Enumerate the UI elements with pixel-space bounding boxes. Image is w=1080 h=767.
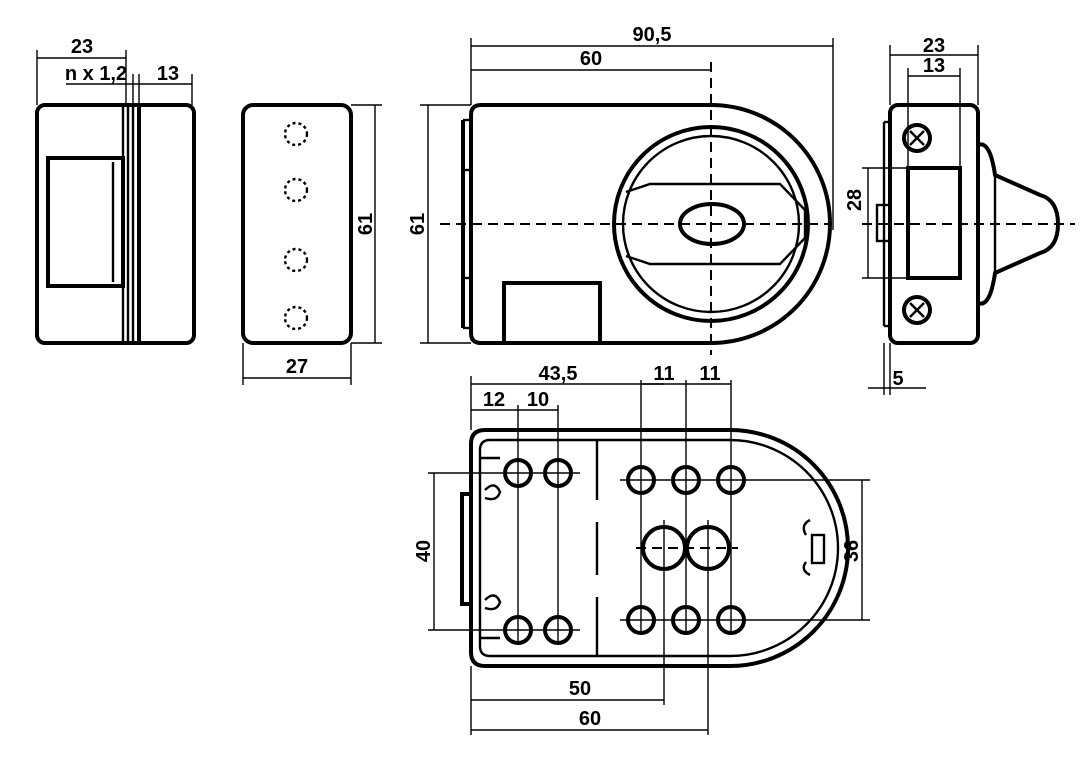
dim-bottom-axis-dist: 43,5 (539, 363, 578, 385)
dim-bottom-span-v2: 36 (841, 540, 863, 562)
dim-side-depth: 13 (157, 63, 179, 85)
back-view: 61 27 (241, 103, 382, 385)
dim-bottom-depth-b: 60 (579, 708, 601, 730)
dim-back-height: 61 (355, 213, 377, 235)
dim-bottom-span-v: 40 (413, 540, 435, 562)
dim-front-height: 61 (407, 213, 429, 235)
dim-right-offset: 5 (892, 368, 903, 390)
dim-bottom-pitch-a: 11 (653, 363, 674, 385)
dim-bottom-pitch-b: 11 (699, 363, 720, 385)
dim-back-width: 27 (286, 356, 308, 378)
dim-right-height: 28 (844, 189, 866, 211)
dim-plate-spec: n x 1,2 (65, 63, 127, 85)
dim-bottom-depth-a: 50 (569, 678, 591, 700)
dim-bottom-edge: 12 (483, 389, 505, 411)
front-view: 90,5 60 61 (407, 24, 834, 355)
dim-side-width: 23 (71, 36, 93, 58)
side-view: 23 n x 1,2 13 (35, 36, 196, 345)
dim-front-width: 90,5 (633, 24, 672, 46)
dim-front-axis: 60 (580, 48, 602, 70)
dim-right-depth: 13 (923, 55, 945, 77)
right-view: 23 13 28 5 (844, 35, 1075, 395)
dim-right-width: 23 (923, 35, 945, 57)
bottom-view: 43,5 11 11 12 10 40 36 50 60 (413, 363, 870, 735)
dim-bottom-pitch-c: 10 (527, 389, 549, 411)
